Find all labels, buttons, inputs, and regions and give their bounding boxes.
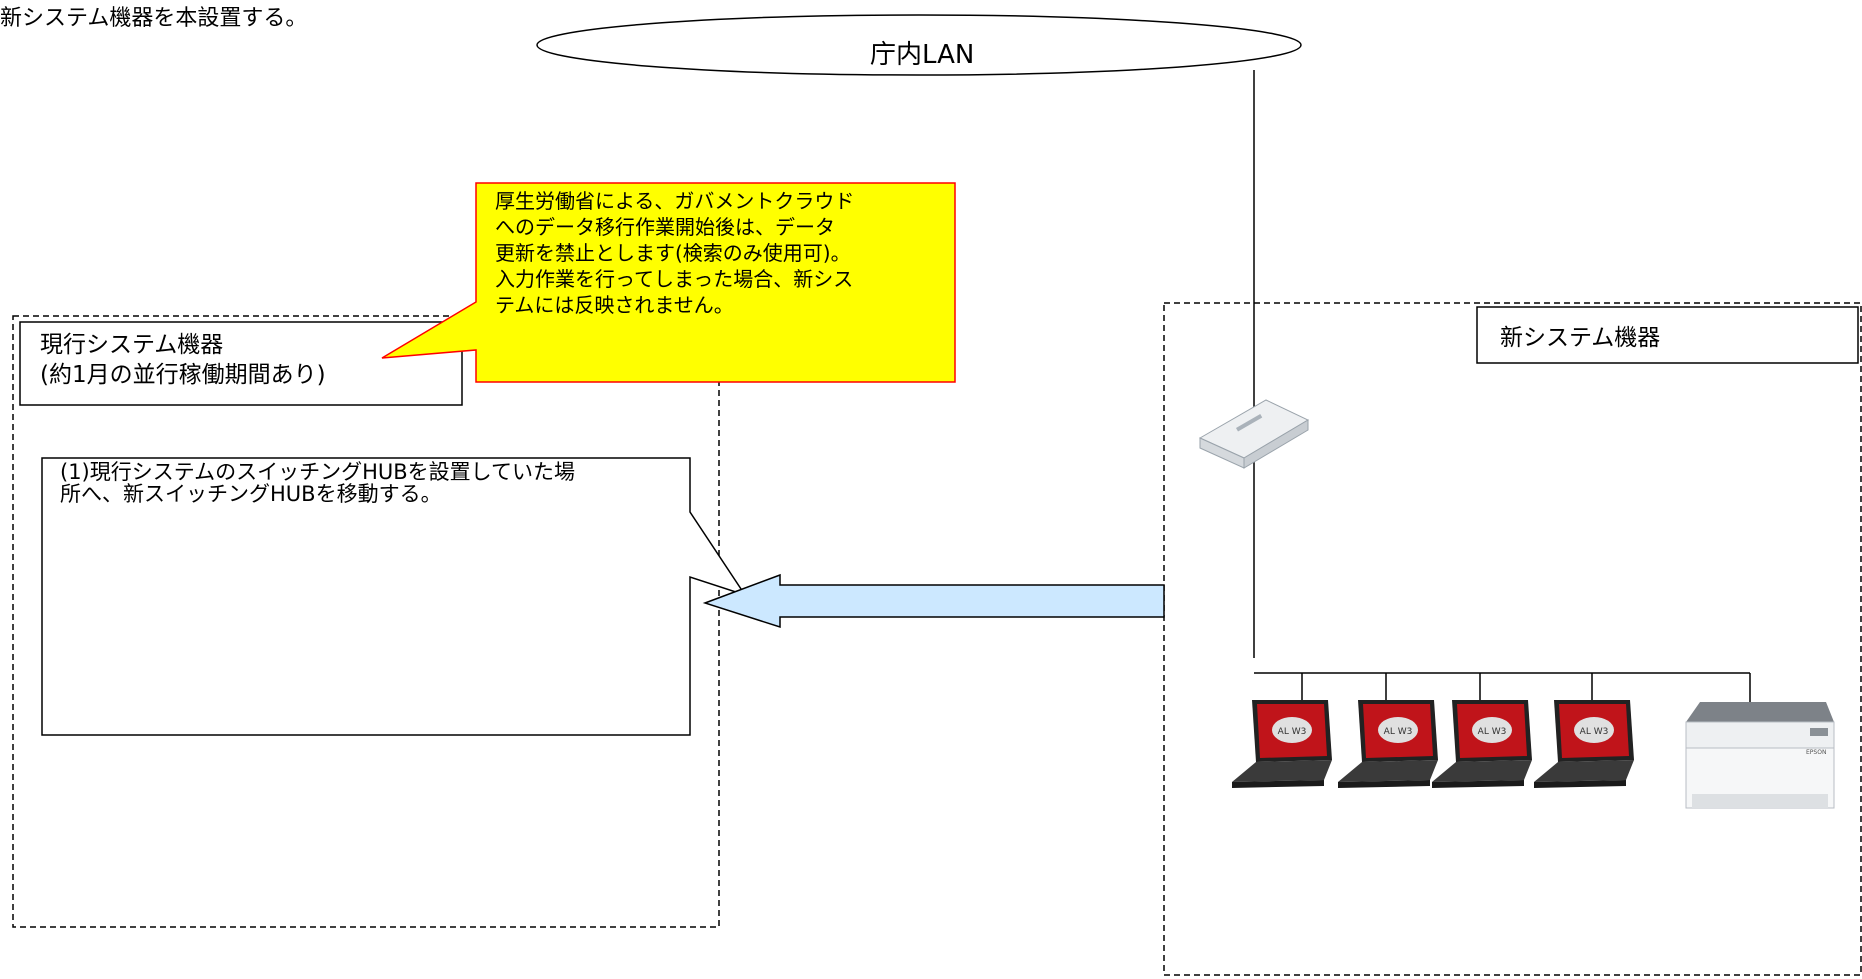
move-arrow <box>702 573 1165 629</box>
step-note-shape <box>41 457 747 736</box>
new-system-group <box>1163 302 1862 976</box>
laptop-icon: AL W3 <box>1338 700 1438 788</box>
current-system-group <box>12 315 720 928</box>
laptop-screen-text: AL W3 <box>1580 727 1609 737</box>
laptop-screen-text: AL W3 <box>1478 727 1507 737</box>
current-system-label: 現行システム機器 (約1月の並行稼働期間あり) <box>40 332 326 388</box>
callout-text: 厚生労働省による、ガバメントクラウド へのデータ移行作業開始後は、データ 更新を… <box>495 189 855 317</box>
printer-brand-text: EPSON <box>1806 749 1826 756</box>
switching-hub-icon <box>1198 399 1310 469</box>
lan-label: 庁内LAN <box>870 40 975 70</box>
step-note-text: (1)現行システムのスイッチングHUBを設置していた場 所へ、新スイッチングHU… <box>60 460 576 506</box>
laptop-icon: AL W3 <box>1432 700 1532 788</box>
laptop-icon: AL W3 <box>1534 700 1634 788</box>
new-system-label: 新システム機器 <box>1500 325 1661 351</box>
laptop-screen-text: AL W3 <box>1384 727 1413 737</box>
page-heading: 新システム機器を本設置する。 <box>0 6 308 31</box>
new-system-label-box <box>1476 306 1859 364</box>
lan-ellipse <box>536 14 1302 76</box>
printer-icon: EPSON <box>1685 702 1835 809</box>
callout-shape <box>381 182 956 383</box>
current-system-label-box <box>19 321 463 406</box>
laptop-screen-text: AL W3 <box>1278 727 1307 737</box>
laptop-icon: AL W3 <box>1232 700 1332 788</box>
